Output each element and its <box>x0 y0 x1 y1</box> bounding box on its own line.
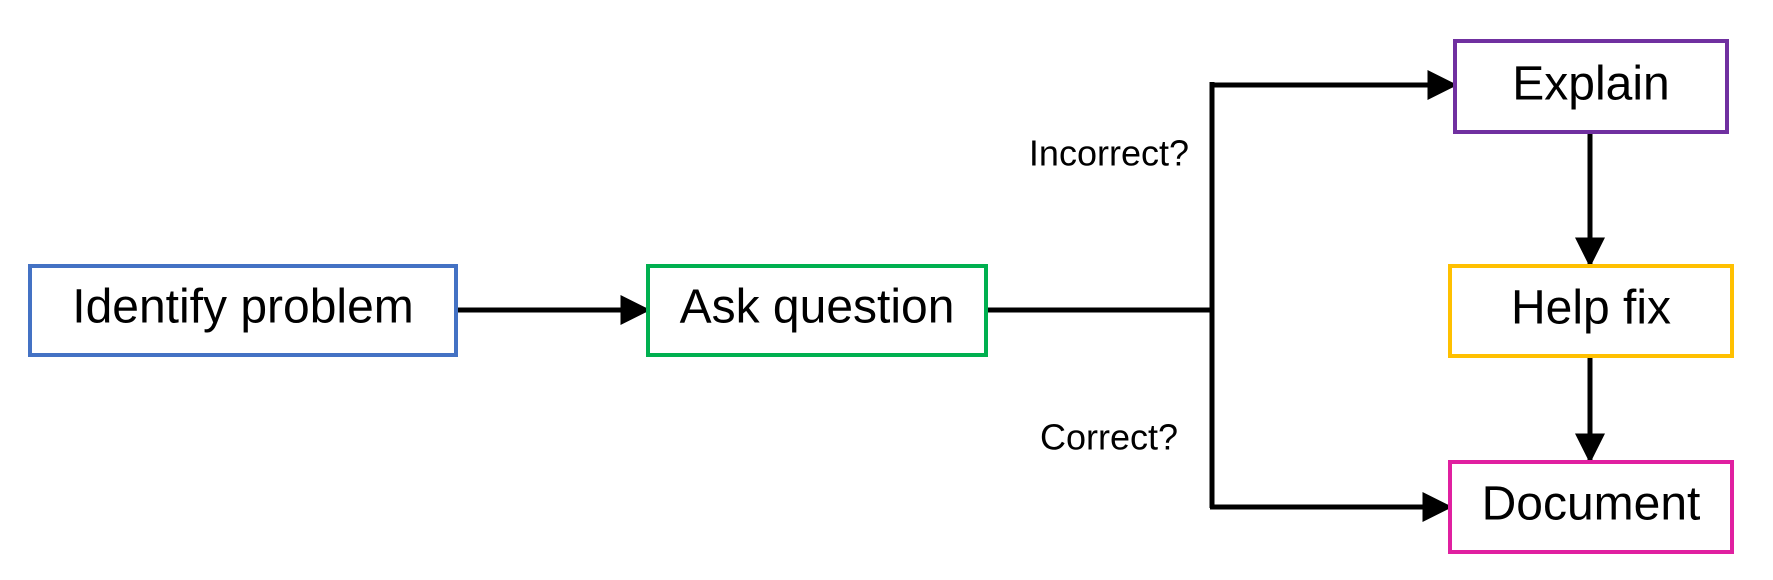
correct-label: Correct? <box>1040 417 1178 458</box>
identify-problem-label: Identify problem <box>72 281 414 334</box>
help-fix-label: Help fix <box>1511 282 1671 335</box>
document-box <box>1448 460 1734 554</box>
incorrect-label: Incorrect? <box>1029 133 1189 174</box>
ask-question-box <box>646 264 988 357</box>
help-fix-box <box>1448 264 1734 358</box>
explain-label: Explain <box>1512 58 1669 111</box>
explain-box <box>1453 39 1729 134</box>
document-label: Document <box>1482 478 1701 531</box>
ask-question-label: Ask question <box>680 281 955 334</box>
identify-problem-box <box>28 264 458 357</box>
